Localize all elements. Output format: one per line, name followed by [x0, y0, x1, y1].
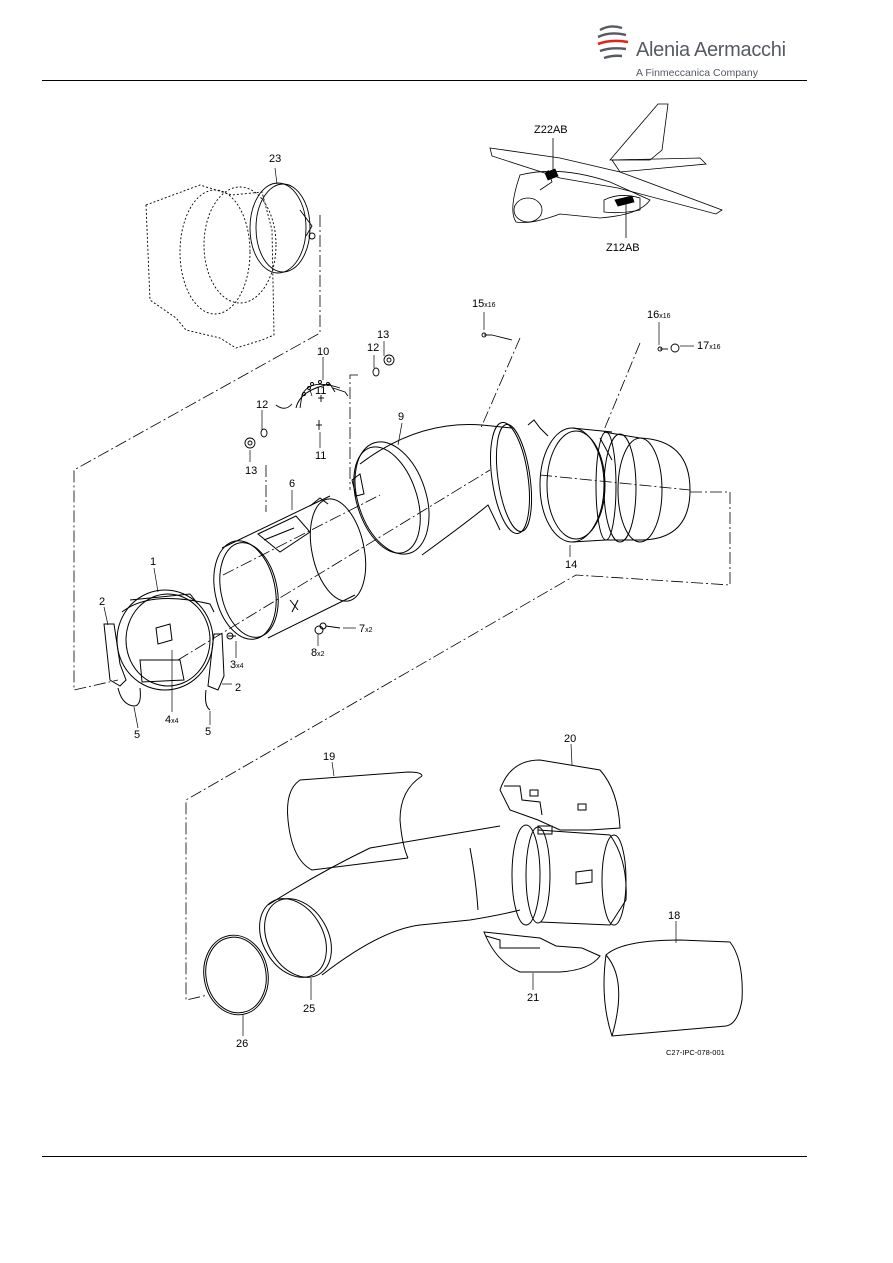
callout-6: 6	[289, 478, 296, 490]
shell-18	[604, 940, 742, 1036]
callout-21: 21	[527, 992, 540, 1004]
elbow-duct-9	[341, 420, 537, 564]
callout-20: 20	[564, 733, 577, 745]
callout-2-right: 2	[235, 682, 242, 694]
callout-26: 26	[236, 1038, 249, 1050]
brand-logo: Alenia Aermacchi A Finmeccanica Company	[596, 22, 796, 82]
footer-divider	[42, 1156, 807, 1157]
callout-25: 25	[303, 1003, 316, 1015]
bulkhead-with-seal-ring	[146, 183, 315, 348]
ring-1-with-brackets	[104, 590, 236, 710]
zone-label-z12ab: Z12AB	[606, 242, 640, 254]
callout-16: 16x16	[647, 309, 671, 321]
callout-23: 23	[269, 153, 282, 165]
aircraft-locator	[490, 104, 722, 238]
brand-tagline: A Finmeccanica Company	[636, 67, 758, 79]
figure-code: C27-IPC-078-001	[666, 1048, 725, 1057]
callout-18: 18	[668, 910, 681, 922]
assembly-centerlines	[74, 215, 730, 1000]
callout-10: 10	[317, 346, 330, 358]
alenia-logo-icon	[597, 25, 629, 60]
callout-7: 7x2	[359, 623, 373, 635]
callout-4: 4x4	[165, 714, 179, 726]
header-divider	[42, 80, 807, 81]
duct-can-6	[205, 494, 374, 645]
duct-section-14	[528, 420, 690, 542]
callout-1: 1	[150, 556, 157, 568]
callout-13-lower: 13	[245, 465, 258, 477]
ring-26	[198, 930, 275, 1020]
callout-17: 17x16	[697, 340, 721, 352]
callout-19: 19	[323, 751, 336, 763]
callout-13-upper: 13	[377, 329, 390, 341]
cover-20	[500, 760, 620, 830]
harness-and-fasteners	[245, 333, 679, 448]
callout-2-left: 2	[99, 596, 106, 608]
shell-21	[484, 932, 600, 972]
callout-8: 8x2	[311, 647, 325, 659]
callout-15: 15x16	[472, 298, 496, 310]
callout-9: 9	[398, 411, 405, 423]
duct-25	[246, 825, 626, 989]
callout-12-upper: 12	[367, 342, 380, 354]
brand-name: Alenia Aermacchi	[636, 39, 786, 61]
callout-12-lower: 12	[256, 399, 269, 411]
callout-11-lower: 11	[315, 450, 327, 462]
callout-11-upper: 11	[315, 385, 327, 397]
callout-3: 3x4	[230, 659, 244, 671]
callout-14: 14	[565, 559, 578, 571]
leader-lines	[104, 168, 694, 1036]
callout-5-left: 5	[134, 729, 141, 741]
callout-5-right: 5	[205, 726, 212, 738]
shroud-19	[288, 772, 423, 870]
zone-label-z22ab: Z22AB	[534, 124, 568, 136]
